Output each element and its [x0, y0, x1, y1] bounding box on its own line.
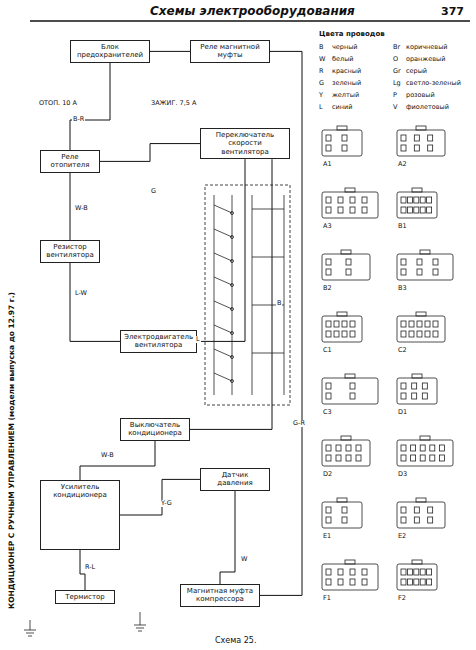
component-box: Резистор вентилятора	[40, 240, 100, 263]
switch-housing	[205, 185, 290, 405]
connector-name: B1	[397, 223, 408, 230]
label: R	[318, 68, 325, 75]
ground-symbols	[24, 612, 146, 636]
label: черный	[331, 44, 359, 51]
label: ЗАЖИГ. 7,5 A	[150, 100, 197, 107]
connector-name: A1	[322, 161, 333, 168]
label: L	[318, 104, 324, 111]
label: Gr	[392, 68, 402, 75]
label: оранжевый	[405, 56, 446, 63]
component-box: Реле отопителя	[40, 150, 100, 173]
component-label: Переключатель скорости вентилятора	[204, 131, 286, 156]
label: O	[392, 56, 399, 63]
label: Цвета проводов	[318, 30, 386, 38]
label: V	[392, 104, 398, 111]
label: B	[318, 44, 324, 51]
connector-name: F2	[397, 595, 407, 602]
label: коричневый	[405, 44, 449, 51]
label: W	[318, 56, 326, 63]
label: красный	[331, 68, 362, 75]
wire	[70, 173, 71, 240]
component-label: Термистор	[59, 593, 111, 601]
label: Y	[318, 92, 324, 99]
connector-name: D2	[322, 471, 333, 478]
wire-color-code: W-B	[74, 205, 89, 212]
label: G	[318, 80, 325, 87]
connector-name: A3	[322, 223, 333, 230]
component-box: Реле магнитной муфты	[190, 40, 270, 63]
component-box: Датчик давления	[200, 468, 270, 491]
component-label: Электродвигатель вентилятора	[124, 333, 193, 350]
wire-color-code: L	[195, 336, 201, 343]
component-box: Электродвигатель вентилятора	[120, 330, 197, 353]
component-label: Резистор вентилятора	[44, 243, 96, 260]
component-label: Датчик давления	[204, 471, 266, 488]
connector-name: C2	[397, 347, 408, 354]
label: фиолетовый	[405, 104, 450, 111]
wire	[70, 263, 120, 342]
component-box: Переключатель скорости вентилятора	[200, 128, 290, 159]
wire-color-code: G	[150, 188, 157, 195]
section-title: КОНДИЦИОНЕР С РУЧНЫМ УПРАВЛЕНИЕМ (модели…	[8, 291, 17, 610]
label: розовый	[405, 92, 436, 99]
label: синий	[331, 104, 354, 111]
component-box: Блок предохранителей	[70, 40, 150, 63]
connector-name: E1	[322, 533, 332, 540]
label: зеленый	[331, 80, 362, 87]
label: ОТОП. 10 A	[38, 100, 78, 107]
page-title: Схемы электрооборудования	[150, 4, 355, 18]
label: светло-зеленый	[405, 80, 462, 87]
connector-name: F1	[322, 595, 332, 602]
connector-name: B3	[397, 285, 408, 292]
component-box: Усилитель кондиционера	[40, 480, 120, 550]
label: белый	[331, 56, 355, 63]
label: 377	[440, 6, 465, 19]
connector-views	[322, 126, 453, 590]
connector-name: A2	[397, 161, 408, 168]
wire	[190, 159, 272, 429]
wire-color-code: B	[276, 300, 282, 307]
caption: Схема 25.	[215, 636, 256, 645]
component-label: Магнитная муфта компрессора	[184, 587, 256, 604]
label: серый	[405, 68, 428, 75]
wire	[80, 441, 155, 480]
wire-color-code: Y-G	[160, 500, 173, 507]
component-box: Термистор	[55, 590, 115, 604]
wire	[220, 491, 235, 584]
component-label: Блок предохранителей	[74, 43, 146, 60]
wire-color-code: L-W	[74, 290, 88, 297]
header-rule	[30, 20, 470, 22]
component-label: Реле отопителя	[44, 153, 96, 170]
label: P	[392, 92, 398, 99]
connector-name: C1	[322, 347, 333, 354]
connector-name: B2	[322, 285, 333, 292]
label: Br	[392, 44, 401, 51]
wire	[197, 159, 245, 341]
component-label: Выключатель кондиционера	[124, 421, 186, 438]
component-box: Магнитная муфта компрессора	[180, 584, 260, 607]
wire-color-code: W	[240, 556, 248, 563]
wire	[150, 51, 190, 52]
component-label: Реле магнитной муфты	[194, 43, 266, 60]
connector-name: E2	[397, 533, 407, 540]
connector-name: C3	[322, 409, 333, 416]
connector-name: D1	[397, 409, 408, 416]
switch-contacts	[214, 195, 284, 395]
component-label: Усилитель кондиционера	[44, 483, 116, 500]
wire-color-code: B-R	[72, 116, 85, 123]
wire-color-code: R-L	[84, 564, 96, 571]
wire	[120, 479, 200, 515]
wire	[100, 144, 200, 162]
label: Lg	[392, 80, 402, 87]
wire-color-code: W-B	[100, 452, 115, 459]
wire-color-code: G-R	[292, 420, 306, 427]
component-box: Выключатель кондиционера	[120, 418, 190, 441]
label: желтый	[331, 92, 360, 99]
connector-name: D3	[397, 471, 408, 478]
